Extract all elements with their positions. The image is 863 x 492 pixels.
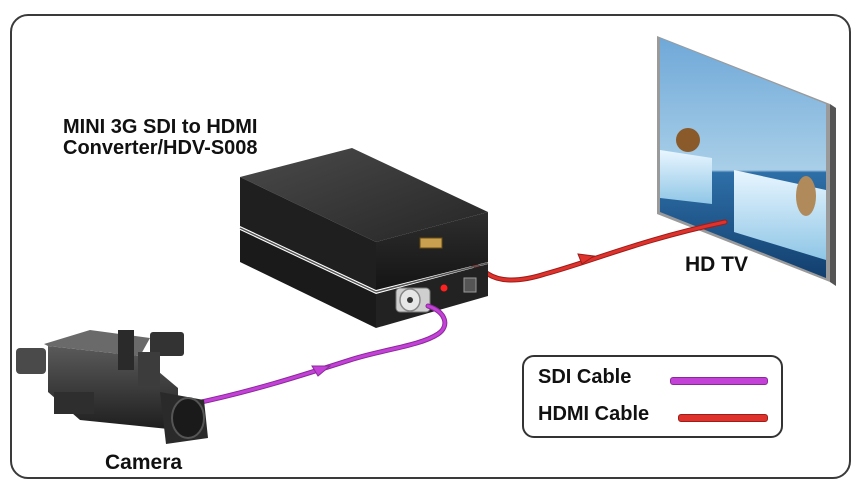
diagram-frame bbox=[10, 14, 851, 479]
converter-title-line2: Converter/HDV-S008 bbox=[63, 137, 258, 159]
legend-hdmi-label: HDMI Cable bbox=[538, 403, 650, 425]
camera-label: Camera bbox=[105, 451, 183, 474]
bnc-connector-icon bbox=[395, 287, 431, 313]
hdmi-port-icon bbox=[419, 237, 443, 249]
camera-icon bbox=[16, 330, 208, 444]
sdi-cable bbox=[189, 303, 448, 407]
power-jack-icon bbox=[463, 277, 477, 293]
legend-hdmi-swatch bbox=[678, 414, 768, 422]
cable-legend: SDI Cable HDMI Cable bbox=[522, 355, 783, 438]
legend-sdi-label: SDI Cable bbox=[538, 366, 632, 388]
converter-box-icon bbox=[239, 148, 489, 328]
tv-label: HD TV bbox=[685, 253, 748, 276]
hd-tv-icon bbox=[657, 36, 836, 286]
converter-title-line1: MINI 3G SDI to HDMI bbox=[63, 116, 258, 138]
legend-sdi-swatch bbox=[670, 377, 768, 385]
